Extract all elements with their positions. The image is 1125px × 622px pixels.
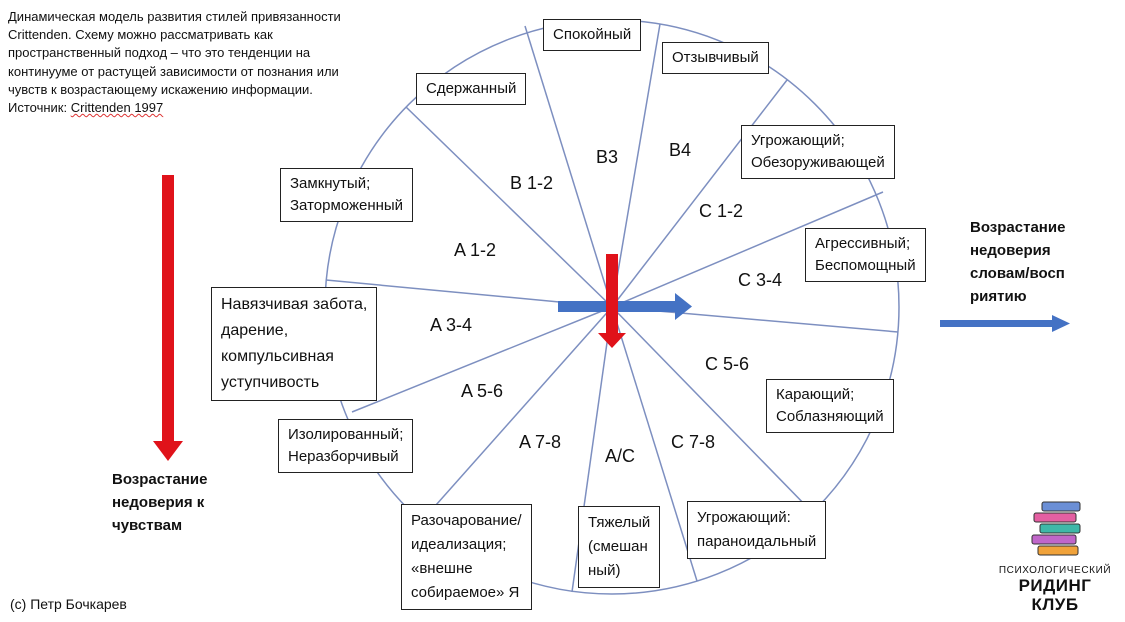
- box-restrained: Сдержанный: [416, 73, 527, 105]
- copyright-text: (c) Петр Бочкарев: [10, 596, 127, 612]
- divider-line: [611, 191, 884, 308]
- divider-line: [419, 306, 613, 524]
- center-blue-arrowhead: [675, 293, 692, 320]
- sector-label-c56: C 5-6: [705, 354, 750, 374]
- divider-line: [405, 106, 613, 308]
- divider-line: [351, 306, 613, 413]
- sector-label-b3: B3: [596, 147, 619, 167]
- stacked-books-icon: [1031, 501, 1081, 556]
- sector-label-ac: A/C: [605, 446, 636, 466]
- right-blue-arrowhead: [1052, 315, 1070, 332]
- sector-label-c34: C 3-4: [738, 270, 783, 290]
- divider-line: [611, 79, 788, 308]
- left-red-arrow-shaft: [162, 175, 174, 443]
- box-closed-inhibited: Замкнутый;Заторможенный: [280, 168, 414, 222]
- logo-line-3: КЛУБ: [1031, 595, 1079, 614]
- divider-line: [611, 306, 698, 582]
- sector-label-b12: B 1-2: [510, 173, 554, 193]
- box-aggressive-helpless: Агрессивный;Беспомощный: [805, 228, 926, 282]
- logo-line-1: ПСИХОЛОГИЧЕСКИЙ: [998, 565, 1112, 576]
- box-calm: Спокойный: [543, 19, 642, 51]
- box-threatening-disarming: Угрожающий;Обезоруживающей: [741, 125, 895, 179]
- box-isolated-promiscuous: Изолированный;Неразборчивый: [278, 419, 414, 473]
- divider-line: [611, 23, 661, 308]
- sector-label-a12: A 1-2: [454, 240, 497, 260]
- box-punishing-seductive: Карающий;Соблазняющий: [766, 379, 894, 433]
- sector-label-c78: C 7-8: [671, 432, 716, 452]
- sector-label-a56: A 5-6: [461, 381, 504, 401]
- logo-line-2: РИДИНГ: [1018, 576, 1092, 595]
- box-threatening-paranoid: Угрожающий:параноидальный: [687, 501, 827, 559]
- sector-label-a34: A 3-4: [430, 315, 473, 335]
- center-red-arrowhead: [598, 333, 626, 348]
- sector-label-a78: A 7-8: [519, 432, 562, 452]
- intro-source-link: Crittenden 1997: [70, 100, 164, 116]
- left-red-arrowhead: [153, 441, 183, 461]
- sector-label-b4: B4: [669, 140, 692, 160]
- sector-label-c12: C 1-2: [699, 201, 744, 221]
- intro-body: Динамическая модель развития стилей прив…: [8, 9, 341, 116]
- right-blue-arrow-shaft: [940, 320, 1054, 327]
- club-logo: ПСИХОЛОГИЧЕСКИЙ РИДИНГ КЛУБ: [985, 498, 1125, 614]
- divider-line: [611, 306, 813, 513]
- box-responsive: Отзывчивый: [662, 42, 769, 74]
- divider-line: [524, 25, 613, 308]
- center-red-arrow-shaft: [606, 254, 618, 335]
- sector-dividers: [325, 23, 899, 593]
- intro-text: Динамическая модель развития стилей прив…: [8, 8, 368, 117]
